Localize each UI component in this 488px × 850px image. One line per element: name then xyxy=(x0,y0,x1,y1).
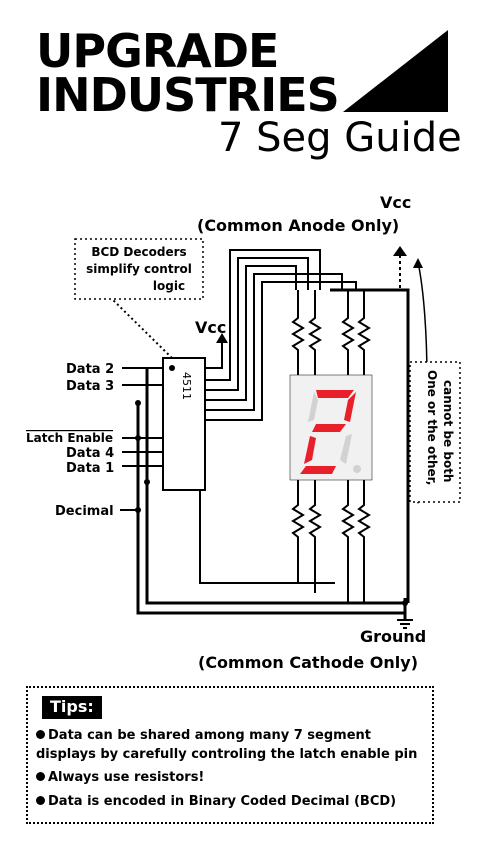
bullet-icon xyxy=(36,772,45,781)
bullet-icon xyxy=(36,730,45,739)
chip-vcc-label: Vcc xyxy=(195,318,226,337)
tip-item: Data can be shared among many 7 segment … xyxy=(36,728,418,762)
ic-4511-chip xyxy=(162,357,206,491)
segment-b xyxy=(344,392,356,422)
tip-item: Always use resistors! xyxy=(36,768,428,787)
seven-segment-display xyxy=(289,374,373,481)
brand-title-line-2: INDUSTRIES xyxy=(36,68,340,122)
callout-box xyxy=(74,238,204,300)
callout-line-3: logic xyxy=(153,279,185,293)
brand-title-line-1: UPGRADE xyxy=(36,24,279,78)
segment-f xyxy=(308,392,318,422)
side-note-box xyxy=(409,361,461,503)
pin-label-data-3: Data 3 xyxy=(66,379,114,394)
segment-c xyxy=(340,434,352,464)
side-note-line-2: cannot be both xyxy=(441,380,455,482)
bullet-icon xyxy=(36,796,45,805)
side-note-line-1: One or the other, xyxy=(425,370,439,485)
tip-item: Data is encoded in Binary Coded Decimal … xyxy=(36,792,428,811)
bracket-arrow-up xyxy=(413,258,423,268)
common-cathode-label: (Common Cathode Only) xyxy=(198,653,418,672)
tips-box: Tips: Data can be shared among many 7 se… xyxy=(26,686,434,824)
callout-line-1: BCD Decoders xyxy=(91,245,186,259)
pin-label-latch-enable: Latch Enable xyxy=(26,431,113,445)
chip-name-label: 4511 xyxy=(180,372,193,400)
segment-e xyxy=(304,436,316,464)
segment-a xyxy=(316,390,354,398)
page-subtitle: 7 Seg Guide xyxy=(218,115,462,161)
ground-label: Ground xyxy=(360,627,426,646)
pin-label-data-4: Data 4 xyxy=(66,446,114,461)
segment-g xyxy=(312,424,346,432)
chip-vcc-arrow xyxy=(216,333,228,343)
segment-d xyxy=(300,466,336,474)
vcc-top-label: Vcc xyxy=(380,193,411,212)
decimal-label: Decimal xyxy=(55,504,114,519)
common-anode-label: (Common Anode Only) xyxy=(197,216,399,235)
schematic-diagram: Vcc (Common Anode Only) BCD Decoders sim… xyxy=(26,193,461,672)
pin-label-data-1: Data 1 xyxy=(66,461,114,476)
tips-title: Tips: xyxy=(42,696,102,719)
brand-triangle-logo xyxy=(343,30,448,112)
decimal-point xyxy=(353,465,361,473)
callout-line-2: simplify control xyxy=(86,262,192,276)
pin-label-data-2: Data 2 xyxy=(66,362,114,377)
vcc-arrow xyxy=(393,246,407,256)
